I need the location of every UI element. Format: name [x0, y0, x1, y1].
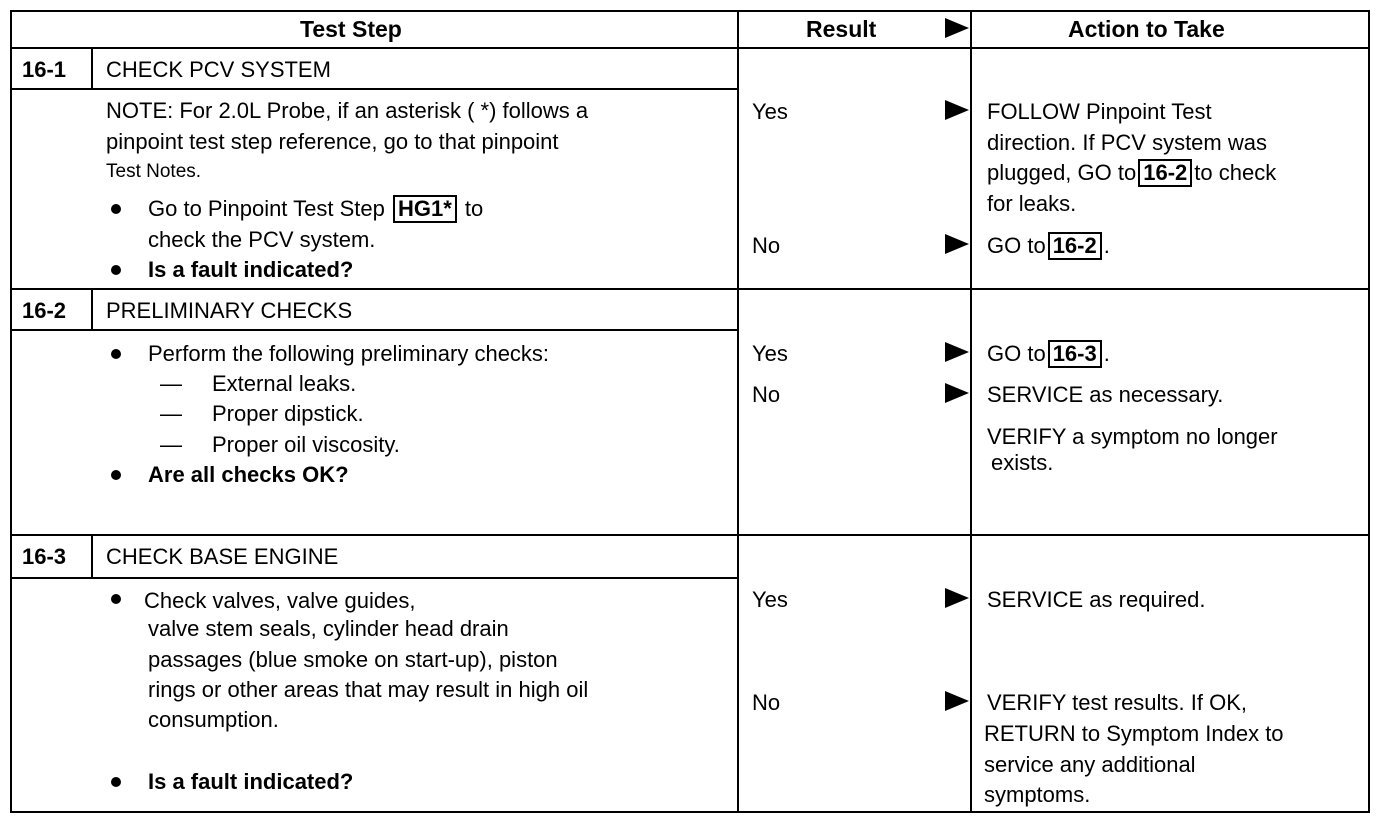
arrow-icon: [945, 342, 969, 362]
result-no: No: [752, 690, 781, 715]
bullet-line: rings or other areas that may result in …: [148, 677, 589, 702]
step-title: PRELIMINARY CHECKS: [106, 298, 353, 323]
step3-number-divider: [91, 535, 93, 578]
action-line: RETURN to Symptom Index to: [984, 721, 1284, 746]
header-divider: [10, 47, 1370, 49]
step-number: 16-2: [22, 298, 67, 323]
reference-box: 16-3: [1047, 340, 1102, 368]
subitem: — Proper oil viscosity.: [160, 430, 400, 460]
subitem: — External leaks.: [160, 369, 356, 399]
bullet-icon: [111, 265, 121, 275]
bullet-icon: [111, 470, 121, 480]
result-yes: Yes: [752, 341, 788, 366]
step-number: 16-3: [22, 544, 67, 569]
step1-number-divider: [91, 48, 93, 89]
step1-bottom-line: [10, 288, 1370, 290]
action-line: exists.: [991, 450, 1054, 475]
header-result: Result: [806, 16, 877, 42]
step-bullet: Perform the following preliminary checks…: [148, 341, 550, 366]
step-number: 16-1: [22, 57, 67, 82]
bullet-line: consumption.: [148, 707, 279, 732]
action-line: VERIFY test results. If OK,: [987, 690, 1248, 715]
action-text-tail: .: [1103, 233, 1110, 258]
header-action: Action to Take: [1068, 16, 1225, 42]
result-yes: Yes: [752, 99, 788, 124]
subitem-text: External leaks.: [212, 371, 357, 396]
action-line: direction. If PCV system was: [987, 130, 1267, 155]
action-line: service any additional: [984, 752, 1196, 777]
bullet-line-2: check the PCV system.: [148, 227, 376, 252]
step1-title-line: [10, 88, 738, 90]
bullet-icon: [111, 594, 121, 604]
bullet-line: passages (blue smoke on start-up), pisto…: [148, 647, 558, 672]
subitem: — Proper dipstick.: [160, 399, 364, 429]
step-bullet: Go to Pinpoint Test Step HG1* to: [148, 194, 483, 224]
step2-number-divider: [91, 289, 93, 330]
bullet-text-tail: to: [464, 196, 484, 221]
result-yes: Yes: [752, 587, 788, 612]
reference-box: HG1*: [392, 195, 457, 223]
action-text: GO to: [987, 233, 1046, 258]
header-arrow-icon: [945, 18, 969, 38]
note-small: Test Notes.: [106, 161, 202, 182]
result-no: No: [752, 233, 781, 258]
reference-box: 16-2: [1047, 232, 1102, 260]
bullet-icon: [111, 777, 121, 787]
arrow-icon: [945, 691, 969, 711]
bullet-line: valve stem seals, cylinder head drain: [148, 616, 509, 641]
column-divider-result: [737, 10, 739, 813]
step2-title-line: [10, 329, 738, 331]
action-text-tail: to check: [1194, 160, 1277, 185]
action-text: plugged, GO to: [987, 160, 1137, 185]
question: Are all checks OK?: [148, 462, 349, 487]
arrow-icon: [945, 234, 969, 254]
bullet-icon: [111, 349, 121, 359]
test-table: [10, 10, 1370, 813]
action-line: SERVICE as necessary.: [987, 382, 1224, 407]
bullet-icon: [111, 204, 121, 214]
header-test-step: Test Step: [300, 16, 402, 42]
step-title: CHECK BASE ENGINE: [106, 544, 339, 569]
dash-glyph: —: [160, 371, 182, 396]
action-line: symptoms.: [984, 782, 1091, 807]
subitem-text: Proper dipstick.: [212, 401, 364, 426]
step2-bottom-line: [10, 534, 1370, 536]
arrow-icon: [945, 588, 969, 608]
step3-title-line: [10, 577, 738, 579]
action-line: FOLLOW Pinpoint Test: [987, 99, 1212, 124]
bullet-line: Check valves, valve guides,: [144, 588, 416, 613]
arrow-icon: [945, 383, 969, 403]
dash-glyph: —: [160, 401, 182, 426]
question: Is a fault indicated?: [148, 257, 354, 282]
reference-box: 16-2: [1138, 159, 1193, 187]
action-line: for leaks.: [987, 191, 1077, 216]
action-line: VERIFY a symptom no longer: [987, 424, 1278, 449]
note-line-1: NOTE: For 2.0L Probe, if an asterisk ( *…: [106, 98, 589, 123]
step-title: CHECK PCV SYSTEM: [106, 57, 331, 82]
question: Is a fault indicated?: [148, 769, 354, 794]
bullet-text: Go to Pinpoint Test Step: [148, 196, 385, 221]
action-line: SERVICE as required.: [987, 587, 1206, 612]
result-no: No: [752, 382, 781, 407]
subitem-text: Proper oil viscosity.: [212, 432, 400, 457]
action-text-tail: .: [1103, 341, 1110, 366]
action-text: GO to: [987, 341, 1046, 366]
arrow-icon: [945, 100, 969, 120]
column-divider-action: [970, 10, 972, 813]
note-line-2: pinpoint test step reference, go to that…: [106, 129, 559, 154]
dash-glyph: —: [160, 432, 182, 457]
